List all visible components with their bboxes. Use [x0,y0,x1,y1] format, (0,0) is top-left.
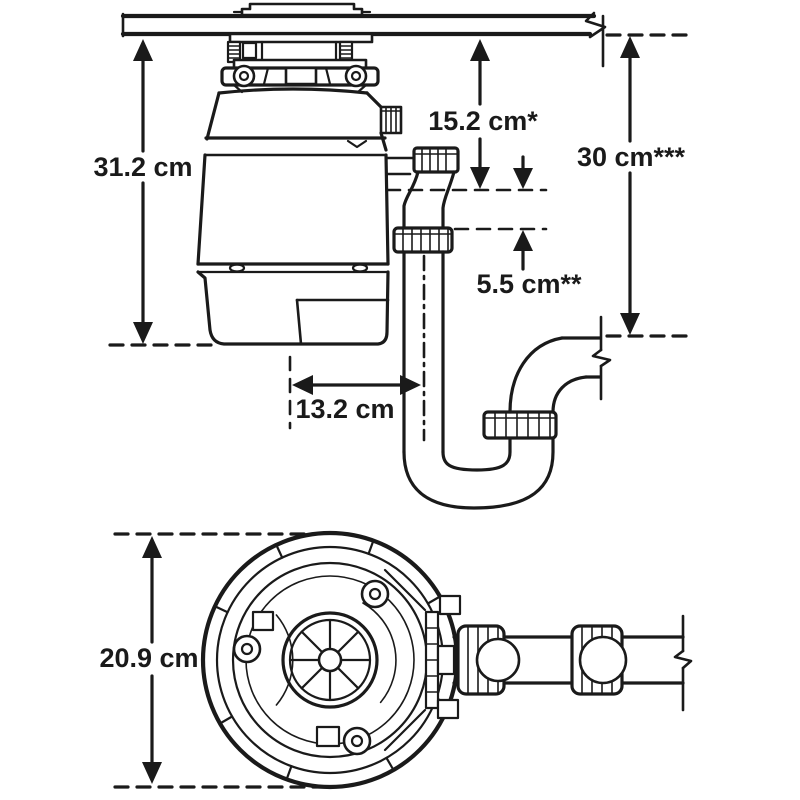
dimension-label-counter-to-outlet: 15.2 cm* [428,106,538,136]
dimension-label-disposal-height: 31.2 cm [93,152,192,182]
discharge-elbow [386,146,460,454]
dim-disposal-height: 31.2 cm [93,39,193,344]
dim-counter-to-drain: 30 cm*** [577,36,686,335]
dim-body-diameter: 20.9 cm [99,532,335,789]
dishwasher-inlet [379,105,403,135]
countertop-break-symbol [584,11,607,39]
bottom-view-diagram: 20.9 cm [99,530,693,790]
dim-center-to-tailpipe: 13.2 cm [292,375,421,424]
dimension-label-counter-to-drain: 30 cm*** [577,142,686,172]
mounting-lugs [232,579,390,756]
splash-guard [281,611,379,709]
dim-outlet-drop: 5.5 cm** [476,155,582,299]
dim-counter-to-outlet: 15.2 cm* [428,39,538,189]
mounting-assembly [220,32,380,94]
disposal-body [196,87,390,346]
side-view-diagram: 31.2 cm 15.2 cm* 30 cm*** 5.5 cm** [93,2,697,510]
sink-flange [232,2,372,17]
dimension-label-center-to-tailpipe: 13.2 cm [295,394,394,424]
reference-lines [108,33,697,442]
outlet-pipe [424,594,693,720]
tailpipe [402,250,445,454]
dimension-label-body-diameter: 20.9 cm [99,643,198,673]
dimension-label-outlet-drop: 5.5 cm** [476,269,582,299]
p-trap [402,315,612,510]
